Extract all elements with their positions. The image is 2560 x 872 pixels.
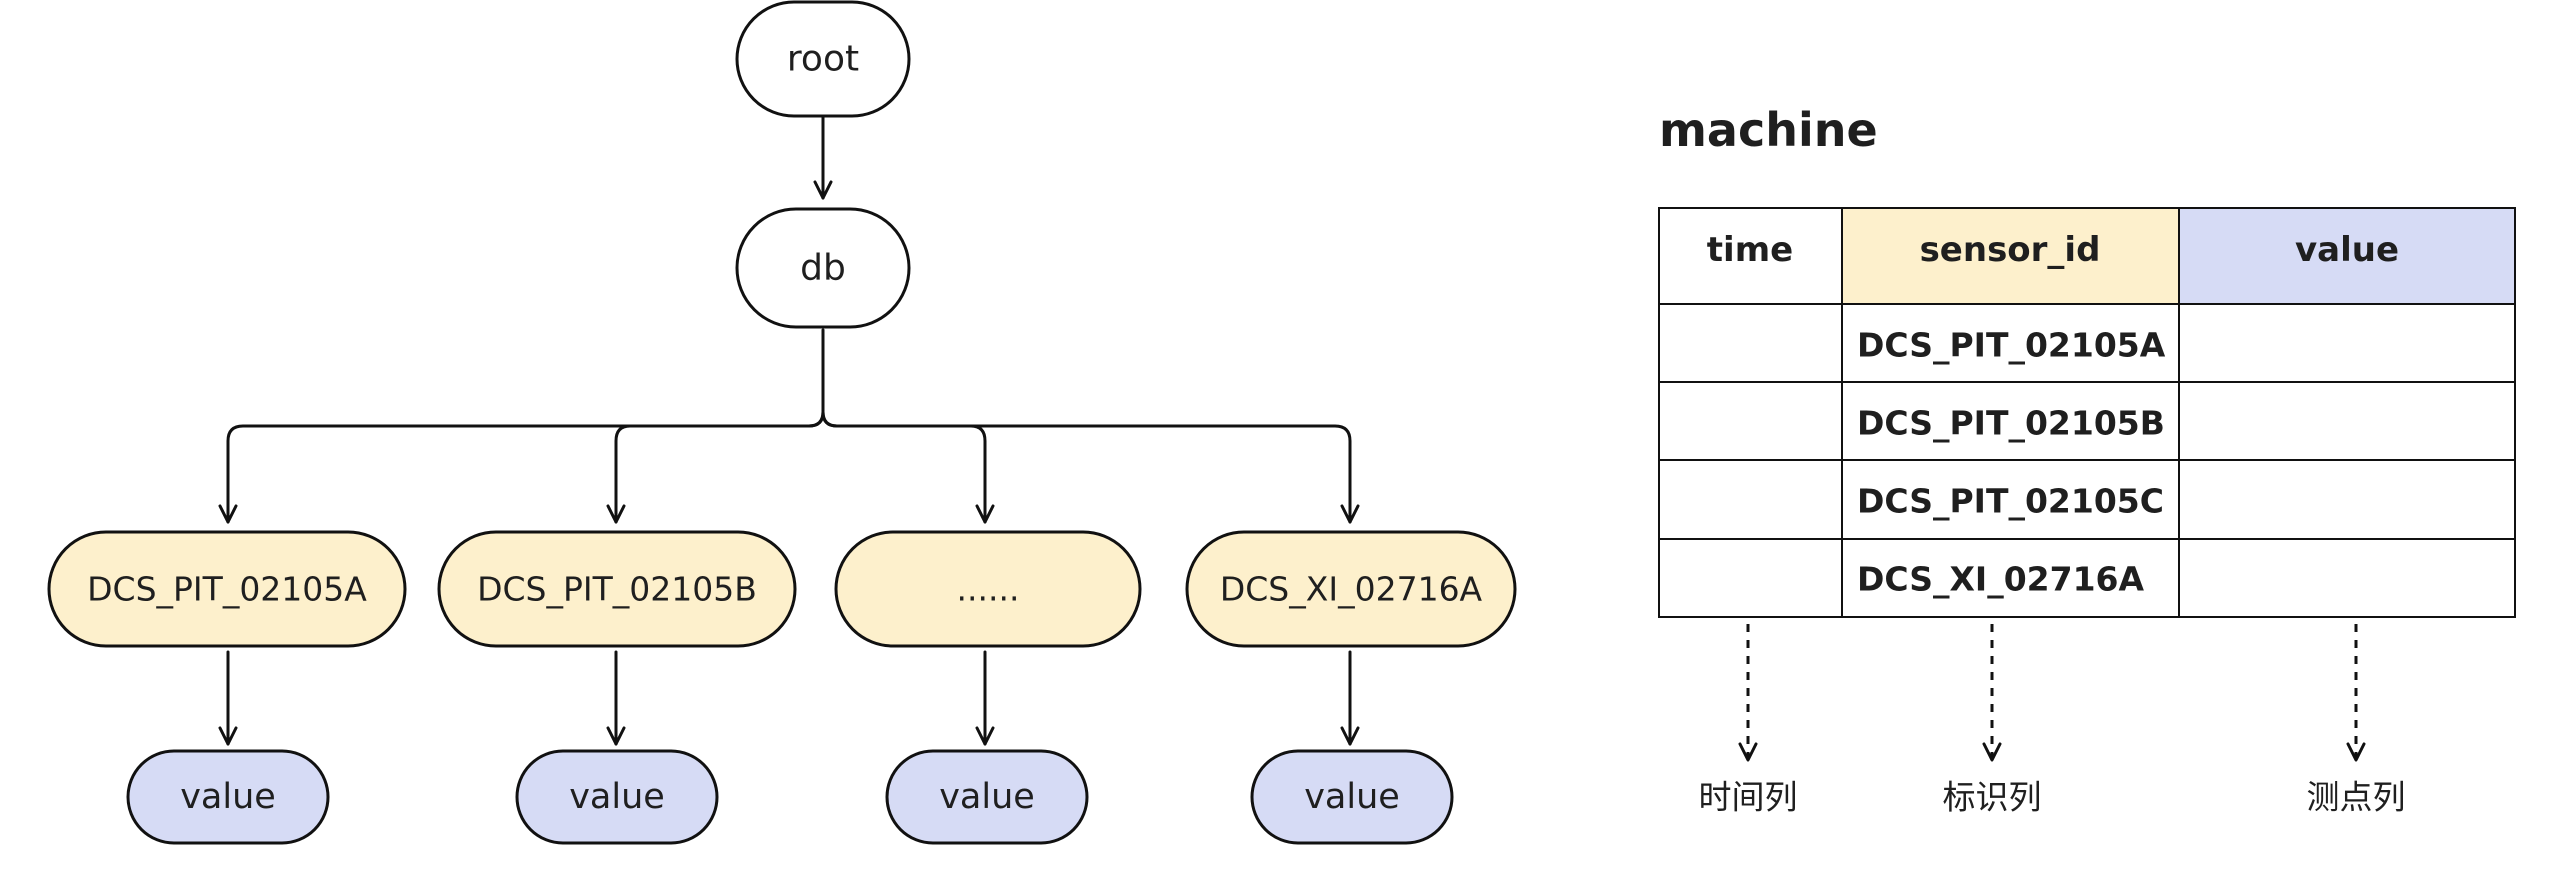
value-node-3: value [885, 749, 1089, 845]
table-title: machine [1659, 103, 1878, 157]
header-time: time [1707, 230, 1793, 270]
header-sensor-id: sensor_id [1920, 230, 2101, 270]
tree-edges [218, 115, 1360, 746]
value-node-2: value [515, 749, 719, 845]
edge-branch-d [821, 410, 1360, 524]
note-value-column: 测点列 [2307, 778, 2406, 817]
header-cell-time [1659, 208, 1842, 304]
device-node-label: DCS_XI_02716A [1220, 570, 1483, 609]
root-node-label: root [787, 39, 859, 80]
note-time-column: 时间列 [1699, 778, 1798, 817]
root-node: root [735, 0, 911, 118]
value-node-1: value [126, 749, 330, 845]
device-node-label: DCS_PIT_02105B [477, 570, 757, 609]
table-grid [1658, 207, 2516, 618]
machine-table: time sensor_id value DCS_PIT_02105A DCS_… [1658, 207, 2516, 618]
table-row-sensor-id: DCS_PIT_02105C [1857, 482, 2164, 521]
header-value: value [2295, 230, 2399, 270]
device-node-1: DCS_PIT_02105A [47, 530, 407, 648]
table-row-sensor-id: DCS_XI_02716A [1857, 560, 2145, 599]
device-node-label: DCS_PIT_02105A [87, 570, 367, 609]
value-node-label: value [1304, 777, 1400, 817]
device-node-3: ...... [834, 530, 1142, 648]
table-row-sensor-id: DCS_PIT_02105B [1857, 404, 2165, 443]
value-node-label: value [939, 777, 1035, 817]
value-node-label: value [180, 777, 276, 817]
db-node-label: db [800, 248, 846, 289]
value-node-4: value [1250, 749, 1454, 845]
table-row-sensor-id: DCS_PIT_02105A [1857, 326, 2166, 365]
device-node-2: DCS_PIT_02105B [437, 530, 797, 648]
value-node-label: value [569, 777, 665, 817]
device-node-label: ...... [957, 570, 1020, 609]
edge-branch-c [821, 410, 995, 524]
device-node-4: DCS_XI_02716A [1185, 530, 1517, 648]
db-node: db [735, 207, 911, 329]
column-note-arrows [1738, 624, 2366, 762]
header-cell-value [2179, 208, 2515, 304]
note-sensor-column: 标识列 [1943, 778, 2042, 817]
edge-branch-b [606, 410, 825, 524]
header-cell-sensor-id [1842, 208, 2179, 304]
